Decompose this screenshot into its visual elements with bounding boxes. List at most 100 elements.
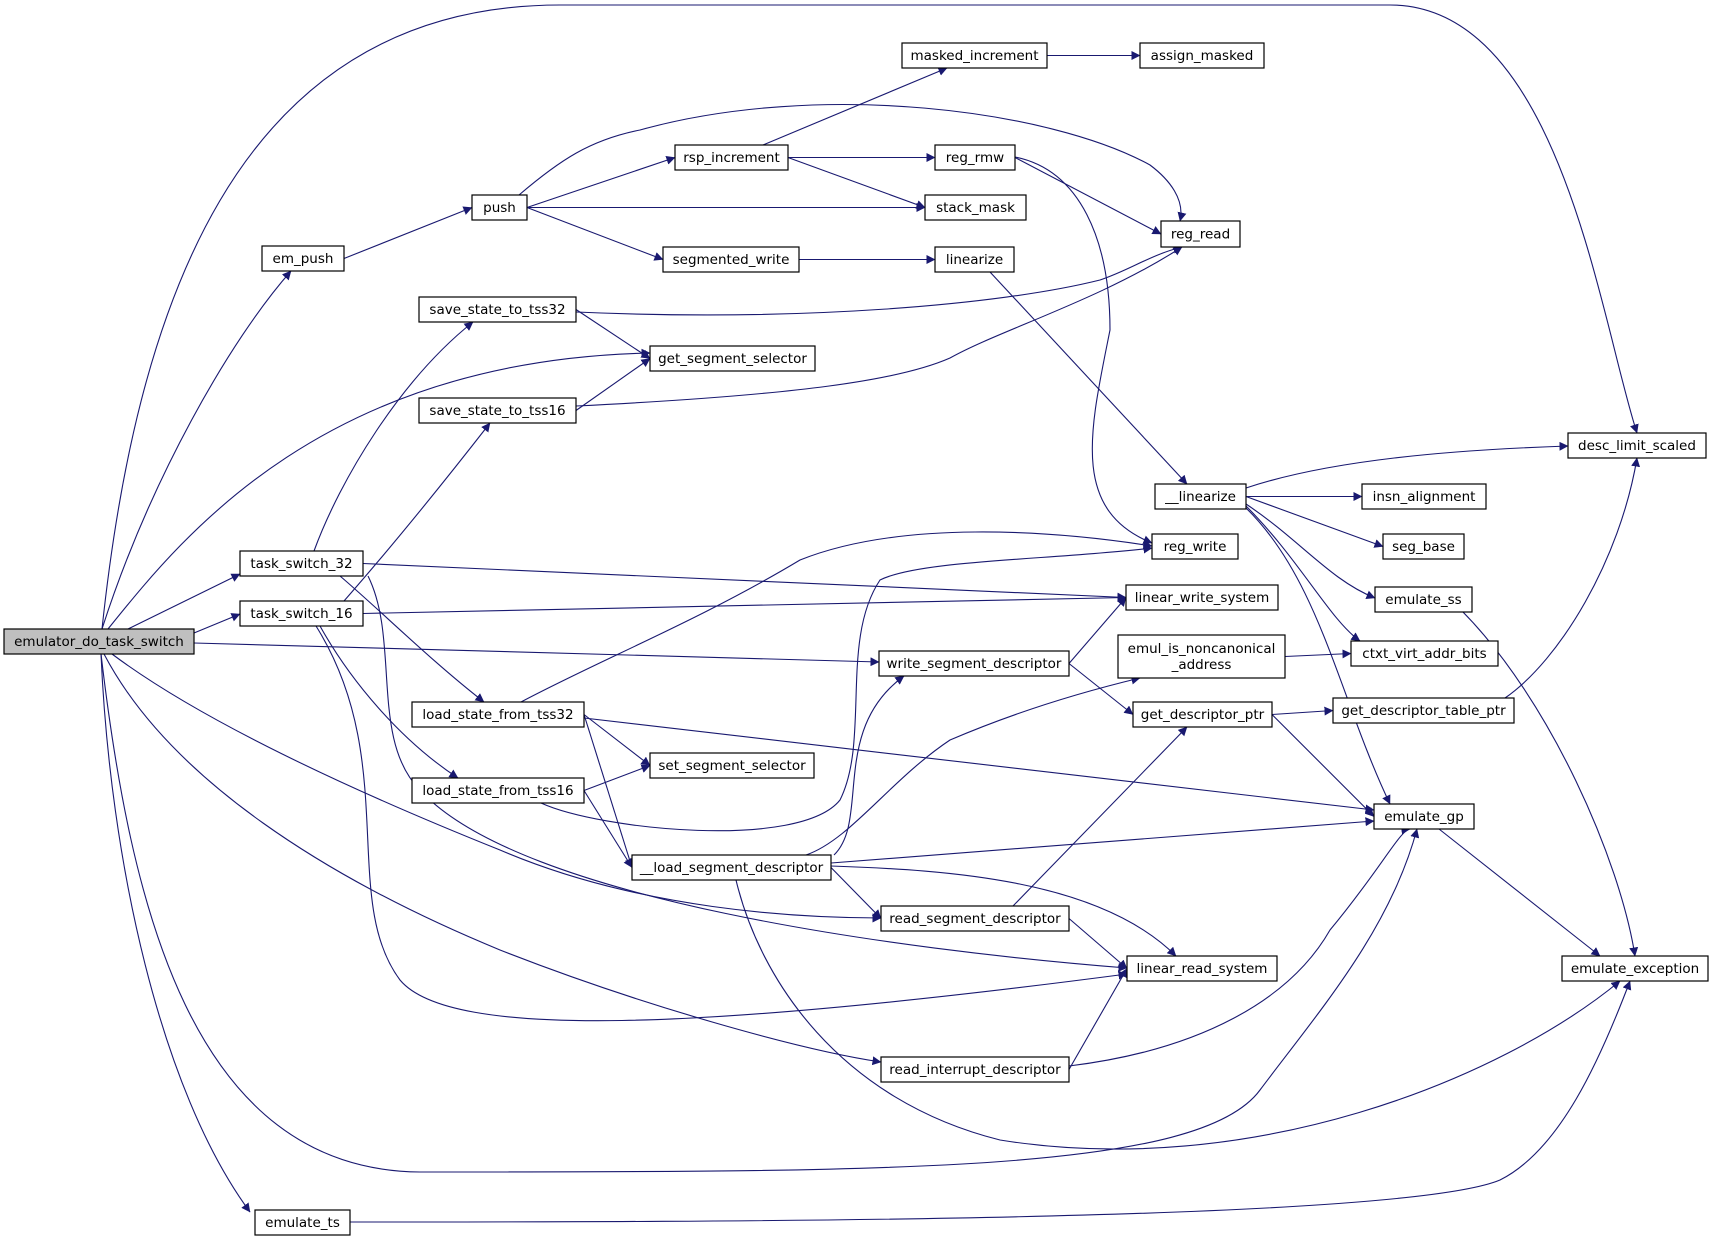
node-em_push[interactable]: em_push (261, 245, 345, 272)
node-linear_write_system[interactable]: linear_write_system (1125, 584, 1279, 611)
node-box-__load_segment_descriptor[interactable] (631, 854, 832, 881)
node-seg_base[interactable]: seg_base (1382, 533, 1465, 560)
node-load_state_from_tss16[interactable]: load_state_from_tss16 (411, 777, 585, 804)
node-linearize[interactable]: linearize (934, 246, 1015, 273)
node-label-rsp_increment: rsp_increment (683, 150, 780, 166)
node-emulate_ss[interactable]: emulate_ss (1374, 586, 1473, 613)
node-box-task_switch_16[interactable] (239, 600, 364, 627)
node-box-task_switch_32[interactable] (239, 550, 364, 577)
node-label-segmented_write: segmented_write (673, 252, 790, 268)
node-box-reg_write[interactable] (1151, 533, 1239, 560)
node-box-load_state_from_tss32[interactable] (411, 701, 585, 728)
node-box-rsp_increment[interactable] (674, 144, 789, 171)
node-insn_alignment[interactable]: insn_alignment (1361, 483, 1487, 510)
node-box-emulate_exception[interactable] (1561, 955, 1709, 982)
node-emulate_gp[interactable]: emulate_gp (1373, 803, 1475, 830)
node-box-read_interrupt_descriptor[interactable] (880, 1056, 1070, 1083)
node-box-emulate_gp[interactable] (1373, 803, 1475, 830)
node-box-segmented_write[interactable] (662, 246, 800, 273)
node-get_segment_selector[interactable]: get_segment_selector (649, 345, 816, 372)
node-label-__load_segment_descriptor: __load_segment_descriptor (639, 860, 824, 876)
node-__linearize[interactable]: __linearize (1154, 483, 1247, 510)
node-segmented_write[interactable]: segmented_write (662, 246, 800, 273)
node-emulator_do_task_switch[interactable]: emulator_do_task_switch (3, 628, 195, 655)
node-task_switch_16[interactable]: task_switch_16 (239, 600, 364, 627)
node-__load_segment_descriptor[interactable]: __load_segment_descriptor (631, 854, 832, 881)
node-box-emulate_ts[interactable] (254, 1209, 351, 1236)
node-box-stack_mask[interactable] (924, 194, 1027, 221)
node-box-get_descriptor_table_ptr[interactable] (1332, 697, 1515, 724)
node-linear_read_system[interactable]: linear_read_system (1126, 955, 1278, 982)
node-box-insn_alignment[interactable] (1361, 483, 1487, 510)
call-edge-load_state_from_tss16-to-set_segment_selector (583, 764, 651, 792)
node-get_descriptor_ptr[interactable]: get_descriptor_ptr (1132, 701, 1273, 728)
node-reg_write[interactable]: reg_write (1151, 533, 1239, 560)
node-label-emul_is_noncanonical_address: emul_is_noncanonical (1128, 641, 1276, 657)
node-box-masked_increment[interactable] (901, 42, 1048, 69)
node-label-emul_is_noncanonical_address: _address (1171, 657, 1232, 673)
node-box-reg_rmw[interactable] (934, 144, 1016, 171)
node-set_segment_selector[interactable]: set_segment_selector (649, 752, 815, 779)
node-read_interrupt_descriptor[interactable]: read_interrupt_descriptor (880, 1056, 1070, 1083)
node-rsp_increment[interactable]: rsp_increment (674, 144, 789, 171)
call-edge-reg_rmw-to-reg_read (1014, 157, 1162, 235)
node-box-linearize[interactable] (934, 246, 1015, 273)
node-write_segment_descriptor[interactable]: write_segment_descriptor (878, 650, 1070, 677)
node-desc_limit_scaled[interactable]: desc_limit_scaled (1567, 432, 1707, 459)
node-box-desc_limit_scaled[interactable] (1567, 432, 1707, 459)
call-edge-load_state_from_tss32-to-__load_segment_descriptor (583, 714, 634, 868)
node-assign_masked[interactable]: assign_masked (1139, 42, 1265, 69)
node-box-save_state_to_tss32[interactable] (418, 296, 577, 323)
node-box-reg_read[interactable] (1160, 220, 1241, 248)
node-label-linear_read_system: linear_read_system (1137, 961, 1268, 977)
node-box-seg_base[interactable] (1382, 533, 1465, 560)
node-load_state_from_tss32[interactable]: load_state_from_tss32 (411, 701, 585, 728)
node-box-__linearize[interactable] (1154, 483, 1247, 510)
call-edge-write_segment_descriptor-to-linear_write_system (1068, 597, 1127, 664)
node-reg_rmw[interactable]: reg_rmw (934, 144, 1016, 171)
node-emulate_exception[interactable]: emulate_exception (1561, 955, 1709, 982)
node-box-set_segment_selector[interactable] (649, 752, 815, 779)
node-save_state_to_tss16[interactable]: save_state_to_tss16 (418, 397, 577, 424)
node-box-em_push[interactable] (261, 245, 345, 272)
node-reg_read[interactable]: reg_read (1160, 220, 1241, 248)
node-emulate_ts[interactable]: emulate_ts (254, 1209, 351, 1236)
node-box-linear_read_system[interactable] (1126, 955, 1278, 982)
node-label-seg_base: seg_base (1392, 539, 1455, 555)
node-box-linear_write_system[interactable] (1125, 584, 1279, 611)
node-read_segment_descriptor[interactable]: read_segment_descriptor (880, 905, 1070, 932)
call-edge-__load_segment_descriptor-to-write_segment_descriptor (833, 675, 905, 856)
node-push[interactable]: push (471, 194, 528, 221)
node-task_switch_32[interactable]: task_switch_32 (239, 550, 364, 577)
node-box-save_state_to_tss16[interactable] (418, 397, 577, 424)
node-box-get_segment_selector[interactable] (649, 345, 816, 372)
node-label-load_state_from_tss32: load_state_from_tss32 (422, 707, 573, 723)
call-edge-emulator_do_task_switch-to-desc_limit_scaled (101, 4, 1639, 630)
node-stack_mask[interactable]: stack_mask (924, 194, 1027, 221)
node-box-read_segment_descriptor[interactable] (880, 905, 1070, 932)
call-edge-emulator_do_task_switch-to-emulate_gp (100, 653, 1420, 1173)
call-edge-task_switch_16-to-load_state_from_tss16 (319, 625, 459, 779)
node-box-emulator_do_task_switch[interactable] (3, 628, 195, 655)
node-box-push[interactable] (471, 194, 528, 221)
node-get_descriptor_table_ptr[interactable]: get_descriptor_table_ptr (1332, 697, 1515, 724)
call-edge-save_state_to_tss32-to-reg_read (575, 244, 1183, 316)
call-edge-read_segment_descriptor-to-get_descriptor_ptr (1012, 726, 1188, 907)
node-box-load_state_from_tss16[interactable] (411, 777, 585, 804)
node-box-emul_is_noncanonical_address[interactable] (1117, 634, 1286, 679)
node-save_state_to_tss32[interactable]: save_state_to_tss32 (418, 296, 577, 323)
node-label-get_segment_selector: get_segment_selector (658, 351, 807, 367)
node-label-desc_limit_scaled: desc_limit_scaled (1578, 438, 1696, 454)
node-box-get_descriptor_ptr[interactable] (1132, 701, 1273, 728)
node-masked_increment[interactable]: masked_increment (901, 42, 1048, 69)
call-edge-push-to-segmented_write (526, 206, 664, 261)
node-emul_is_noncanonical_address[interactable]: emul_is_noncanonical_address (1117, 634, 1286, 679)
node-box-write_segment_descriptor[interactable] (878, 650, 1070, 677)
call-edge-__linearize-to-desc_limit_scaled (1245, 441, 1569, 489)
call-edge-get_descriptor_ptr-to-get_descriptor_table_ptr (1271, 706, 1334, 716)
call-edge-write_segment_descriptor-to-get_descriptor_ptr (1068, 663, 1134, 715)
node-box-emulate_ss[interactable] (1374, 586, 1473, 613)
node-box-assign_masked[interactable] (1139, 42, 1265, 69)
node-box-ctxt_virt_addr_bits[interactable] (1350, 640, 1499, 667)
node-ctxt_virt_addr_bits[interactable]: ctxt_virt_addr_bits (1350, 640, 1499, 667)
